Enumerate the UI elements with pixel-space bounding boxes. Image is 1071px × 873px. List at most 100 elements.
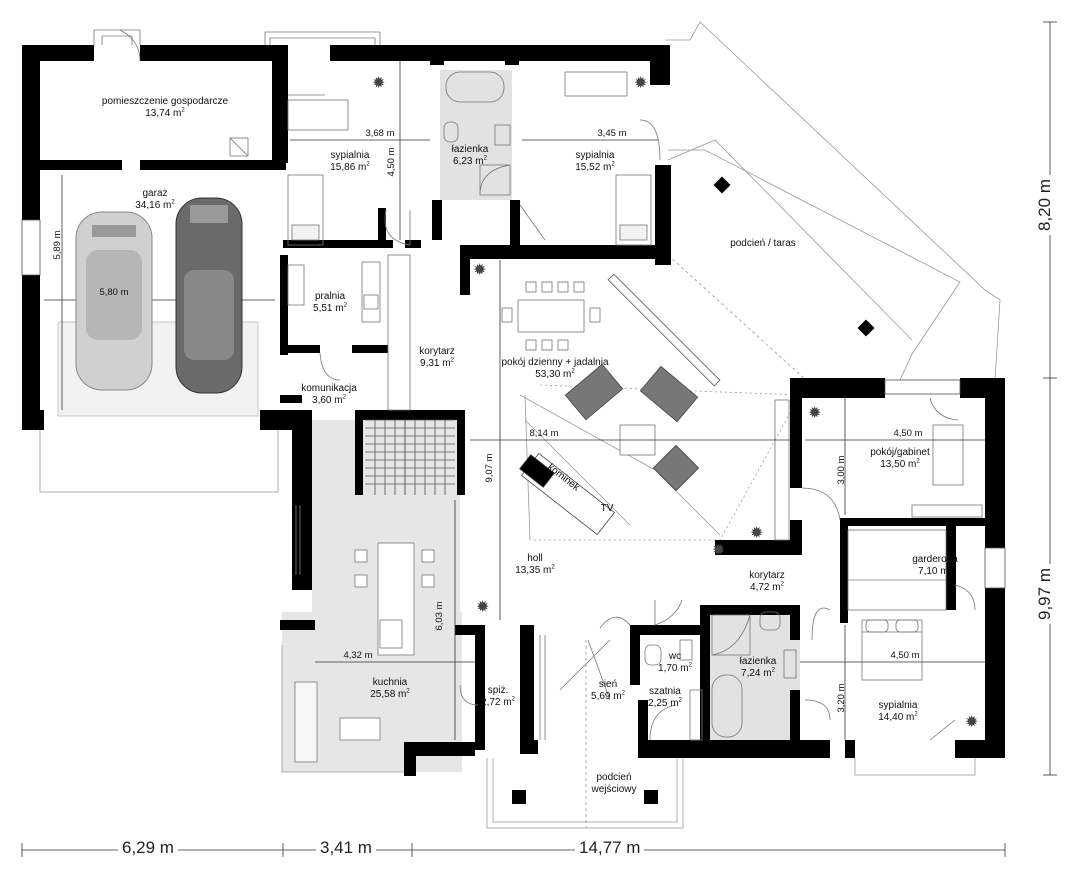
room-area: 7,24 m2 xyxy=(741,667,775,679)
room-name: szatnia xyxy=(649,686,681,697)
svg-text:✹: ✹ xyxy=(473,260,486,279)
room-label-sypialnia2: sypialnia 15,52 m2 xyxy=(565,150,625,174)
room-name: pokój dzienny + jadalnia xyxy=(501,357,609,368)
room-name: pralnia xyxy=(314,291,346,302)
room-area: 25,58 m2 xyxy=(370,688,410,700)
porch-label-line2: wejściowy xyxy=(591,784,637,795)
room-label-dzienny: pokój dzienny + jadalnia 53,30 m2 xyxy=(490,357,620,381)
plant-icons: ✹ ✹ ✹ ✹ ✹ ✹ ✹ ✹ xyxy=(372,73,978,731)
terrace-column-2 xyxy=(857,319,875,337)
room-label-kuchnia: kuchnia 25,58 m2 xyxy=(365,677,415,701)
dim-living-width: 8,14 m xyxy=(529,428,559,439)
kitchen-bay xyxy=(281,645,405,773)
svg-text:✹: ✹ xyxy=(965,712,978,731)
living-furniture xyxy=(519,363,700,536)
porch-label: podcień wejściowy xyxy=(584,772,644,796)
room-area: 53,30 m2 xyxy=(535,368,575,380)
room-area: 1,70 m2 xyxy=(658,662,692,674)
svg-text:✹: ✹ xyxy=(712,540,725,559)
dim-gabinet-height: 3,00 m xyxy=(836,455,847,485)
room-name: holl xyxy=(527,553,543,564)
dim-syp3-height: 3,20 m xyxy=(836,683,847,713)
room-label-komunikacja: komunikacja 3,60 m2 xyxy=(298,383,360,407)
room-area: 9,31 m2 xyxy=(420,357,454,369)
room-name: garaż xyxy=(142,188,168,199)
room-area: 3,60 m2 xyxy=(312,394,346,406)
svg-text:✹: ✹ xyxy=(750,523,763,542)
dim-syp1-width: 3,68 m xyxy=(365,128,395,139)
room-name: sypialnia xyxy=(575,150,615,161)
car-dark xyxy=(175,197,243,394)
overall-dim-right-2: 9,97 m xyxy=(1034,564,1055,624)
room-area: 15,86 m2 xyxy=(330,161,370,173)
room-area: 5,69 m2 xyxy=(591,690,625,702)
room-name: spiż. xyxy=(487,685,509,696)
room-area: 7,10 m2 xyxy=(918,565,952,577)
room-name: sypialnia xyxy=(878,700,918,711)
car-white xyxy=(75,211,153,391)
porch-label-line1: podcień xyxy=(596,772,632,783)
room-area: 13,35 m2 xyxy=(515,564,555,576)
dim-syp1-height: 4,50 m xyxy=(386,147,397,177)
room-area: 14,40 m2 xyxy=(878,711,918,723)
svg-text:✹: ✹ xyxy=(808,403,821,422)
porch-column-right xyxy=(644,790,658,804)
terrace-column-1 xyxy=(713,176,731,194)
room-area: 4,72 m2 xyxy=(750,581,784,593)
room-name: wc xyxy=(668,651,682,662)
dim-garage-width: 5,80 m xyxy=(99,287,129,298)
room-name: pokój/gabinet xyxy=(870,447,930,458)
room-area: 34,16 m2 xyxy=(135,199,175,211)
dim-garage-height: 5,89 m xyxy=(52,230,63,260)
room-label-korytarz1: korytarz 9,31 m2 xyxy=(412,346,462,370)
room-label-wc: wc 1,70 m2 xyxy=(655,651,695,675)
room-name: łazienka xyxy=(739,656,777,667)
dim-kitchen-width: 4,32 m xyxy=(343,650,373,661)
room-area: 2,25 m2 xyxy=(648,697,682,709)
svg-text:✹: ✹ xyxy=(634,73,647,92)
overall-dim-bottom-2: 3,41 m xyxy=(316,838,376,858)
overall-dim-bottom-3: 14,77 m xyxy=(575,838,645,858)
room-label-pralnia: pralnia 5,51 m2 xyxy=(305,291,355,315)
room-area: 5,51 m2 xyxy=(313,302,347,314)
room-label-spiz: spiż. 2,72 m2 xyxy=(478,685,518,709)
room-name: łazienka xyxy=(451,144,489,155)
room-label-lazienka1: łazienka 6,23 m2 xyxy=(440,144,500,168)
dim-living-height: 9,07 m xyxy=(484,453,495,483)
room-label-garderoba: garderoba 7,10 m2 xyxy=(905,554,965,578)
bedroom-sill xyxy=(854,758,976,776)
room-label-lazienka2: łazienka 7,24 m2 xyxy=(733,656,783,680)
room-label-korytarz2: korytarz 4,72 m2 xyxy=(742,570,792,594)
room-name: kuchnia xyxy=(372,677,408,688)
exterior-walls xyxy=(22,45,1005,776)
room-label-szatnia: szatnia 2,25 m2 xyxy=(640,686,690,710)
svg-text:✹: ✹ xyxy=(476,597,489,616)
dim-kitchen-height: 6,03 m xyxy=(434,601,445,631)
bathroom1-floor xyxy=(440,70,512,200)
dim-syp3-width: 4,50 m xyxy=(890,650,920,661)
room-area: 13,50 m2 xyxy=(880,458,920,470)
overall-dim-bottom-1: 6,29 m xyxy=(118,838,178,858)
room-label-gospodarcze: pomieszczenie gospodarcze 13,74 m2 xyxy=(90,96,240,120)
room-area: 15,52 m2 xyxy=(575,161,615,173)
svg-text:✹: ✹ xyxy=(372,73,385,92)
terrace-label: podcień / taras xyxy=(730,238,796,249)
dim-gabinet-width: 4,50 m xyxy=(893,428,923,439)
room-name: korytarz xyxy=(749,570,785,581)
porch-column-left xyxy=(512,790,526,804)
windows xyxy=(21,219,1006,589)
dim-syp2-width: 3,45 m xyxy=(597,128,627,139)
room-area: 2,72 m2 xyxy=(481,696,515,708)
room-label-sien: sień 5,69 m2 xyxy=(588,679,628,703)
room-name: pomieszczenie gospodarcze xyxy=(101,96,229,107)
room-area: 6,23 m2 xyxy=(453,155,487,167)
room-label-holl: holl 13,35 m2 xyxy=(510,553,560,577)
overall-dim-right-1: 8,20 m xyxy=(1034,175,1055,235)
interior-fixtures xyxy=(44,29,983,763)
tv-label: TV xyxy=(600,503,614,514)
room-name: korytarz xyxy=(419,346,455,357)
room-label-sypialnia1: sypialnia 15,86 m2 xyxy=(320,150,380,174)
room-area: 13,74 m2 xyxy=(145,107,185,119)
room-label-sypialnia3: sypialnia 14,40 m2 xyxy=(868,700,928,724)
